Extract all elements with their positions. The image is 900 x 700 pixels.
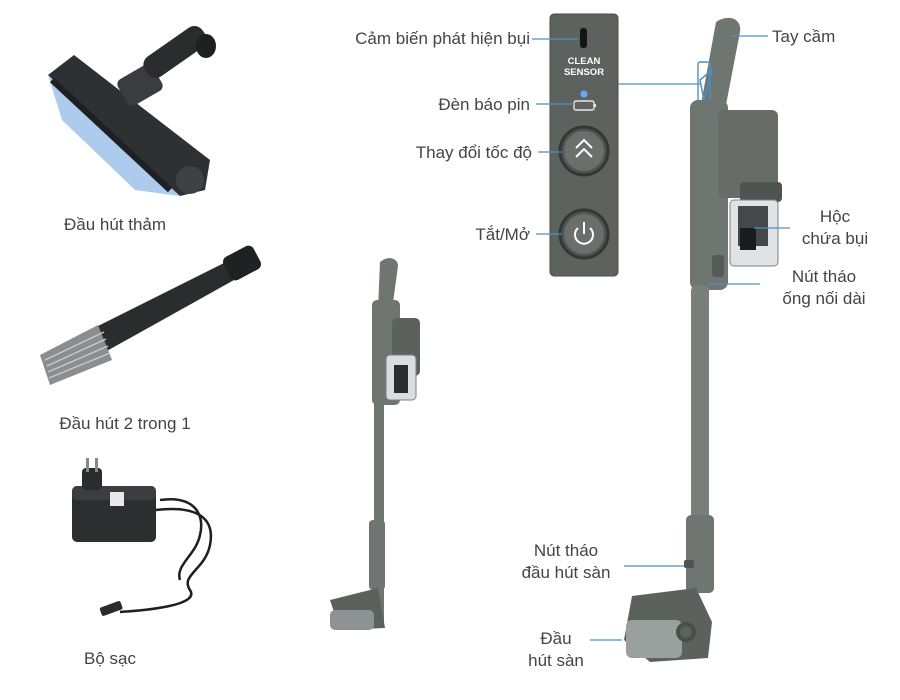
clean-sensor-text-line2: SENSOR: [564, 67, 604, 78]
label-ext-release-line2: ống nối dài: [782, 289, 866, 308]
label-speed-change: Thay đổi tốc độ: [415, 143, 532, 162]
label-ext-release-line1: Nút tháo: [791, 267, 857, 286]
control-panel-image: [549, 13, 619, 277]
label-two-in-one: Đầu hút 2 trong 1: [59, 414, 191, 433]
label-floor-head-line2: hút sàn: [528, 651, 584, 670]
label-floor-release-line2: đầu hút sàn: [521, 563, 611, 582]
label-charger: Bộ sạc: [84, 649, 136, 668]
label-dust-box-line2: chứa bụi: [801, 229, 869, 248]
crevice-tool-icon: [40, 245, 261, 385]
label-dust-box: Hộc chứa bụi: [790, 206, 880, 250]
label-power: Tắt/Mở: [475, 225, 530, 244]
label-battery-light: Đèn báo pin: [438, 95, 530, 114]
label-ext-release: Nút tháo ống nối dài: [764, 266, 884, 310]
small-vacuum-image: [330, 258, 420, 630]
label-floor-head: Đầu hút sàn: [516, 628, 596, 672]
label-floor-head-line1: Đầu: [540, 629, 572, 648]
label-carpet-head: Đầu hút thảm: [63, 215, 167, 234]
label-dust-box-line1: Hộc: [819, 207, 851, 226]
label-floor-release: Nút tháo đầu hút sàn: [506, 540, 626, 584]
power-icon: [574, 222, 594, 245]
charger-icon: [72, 458, 213, 616]
label-floor-release-line1: Nút tháo: [533, 541, 599, 560]
carpet-brush-icon: [48, 26, 216, 196]
leader-lines: [532, 35, 790, 641]
label-dust-sensor: Cảm biến phát hiện bụi: [355, 29, 530, 48]
label-handle: Tay cầm: [772, 27, 836, 46]
large-vacuum-image: [624, 17, 782, 662]
chevron-up-icon: [575, 138, 593, 158]
clean-sensor-text-line1: CLEAN: [568, 56, 601, 67]
